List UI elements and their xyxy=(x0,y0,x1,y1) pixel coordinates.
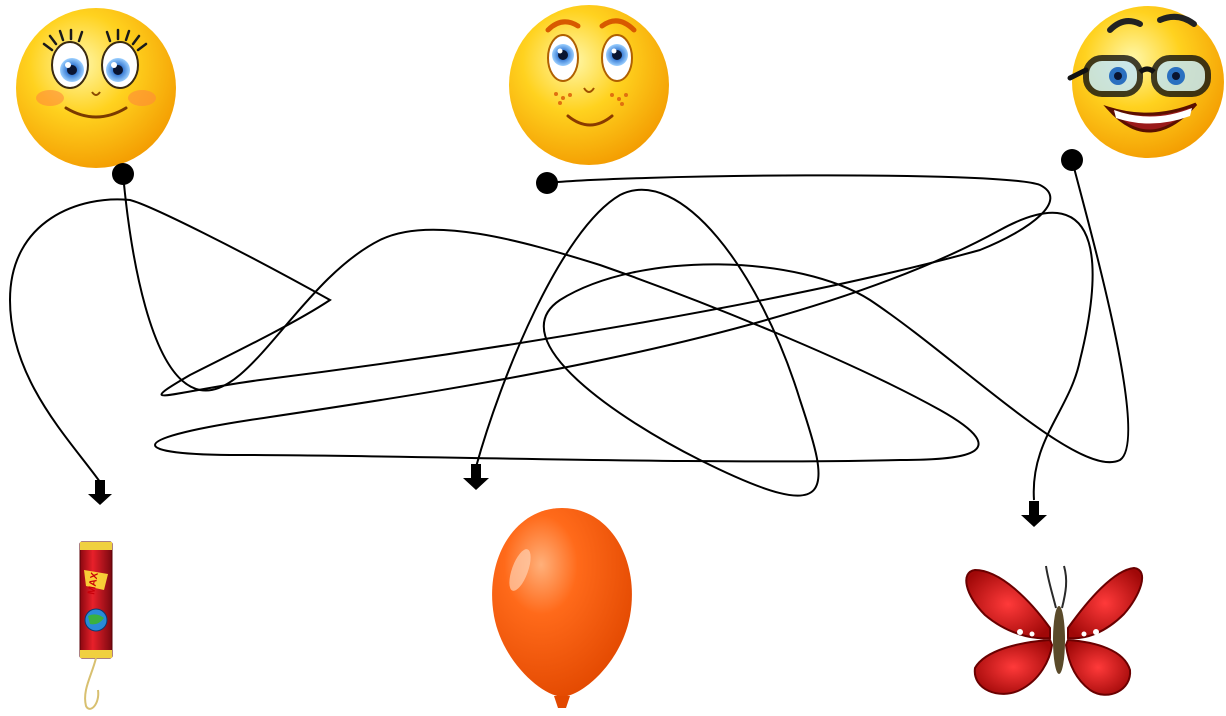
tangle-line-glasses[interactable] xyxy=(476,160,1128,496)
red-butterfly-icon[interactable] xyxy=(966,566,1142,695)
smiley-glasses-icon[interactable] xyxy=(1070,6,1224,158)
arrow-down-icon xyxy=(463,464,489,490)
party-popper-firecracker-icon[interactable]: MAX xyxy=(80,542,112,709)
tangle-line-freckles[interactable] xyxy=(10,175,1050,482)
tangle-line-girl[interactable] xyxy=(123,174,1093,500)
orange-balloon-icon[interactable] xyxy=(492,508,632,708)
arrow-down-icon xyxy=(1021,501,1047,527)
arrow-down-icon xyxy=(88,480,112,505)
smiley-girl-eyelashes-icon[interactable] xyxy=(16,8,176,168)
smiley-freckles-icon[interactable] xyxy=(509,5,669,165)
